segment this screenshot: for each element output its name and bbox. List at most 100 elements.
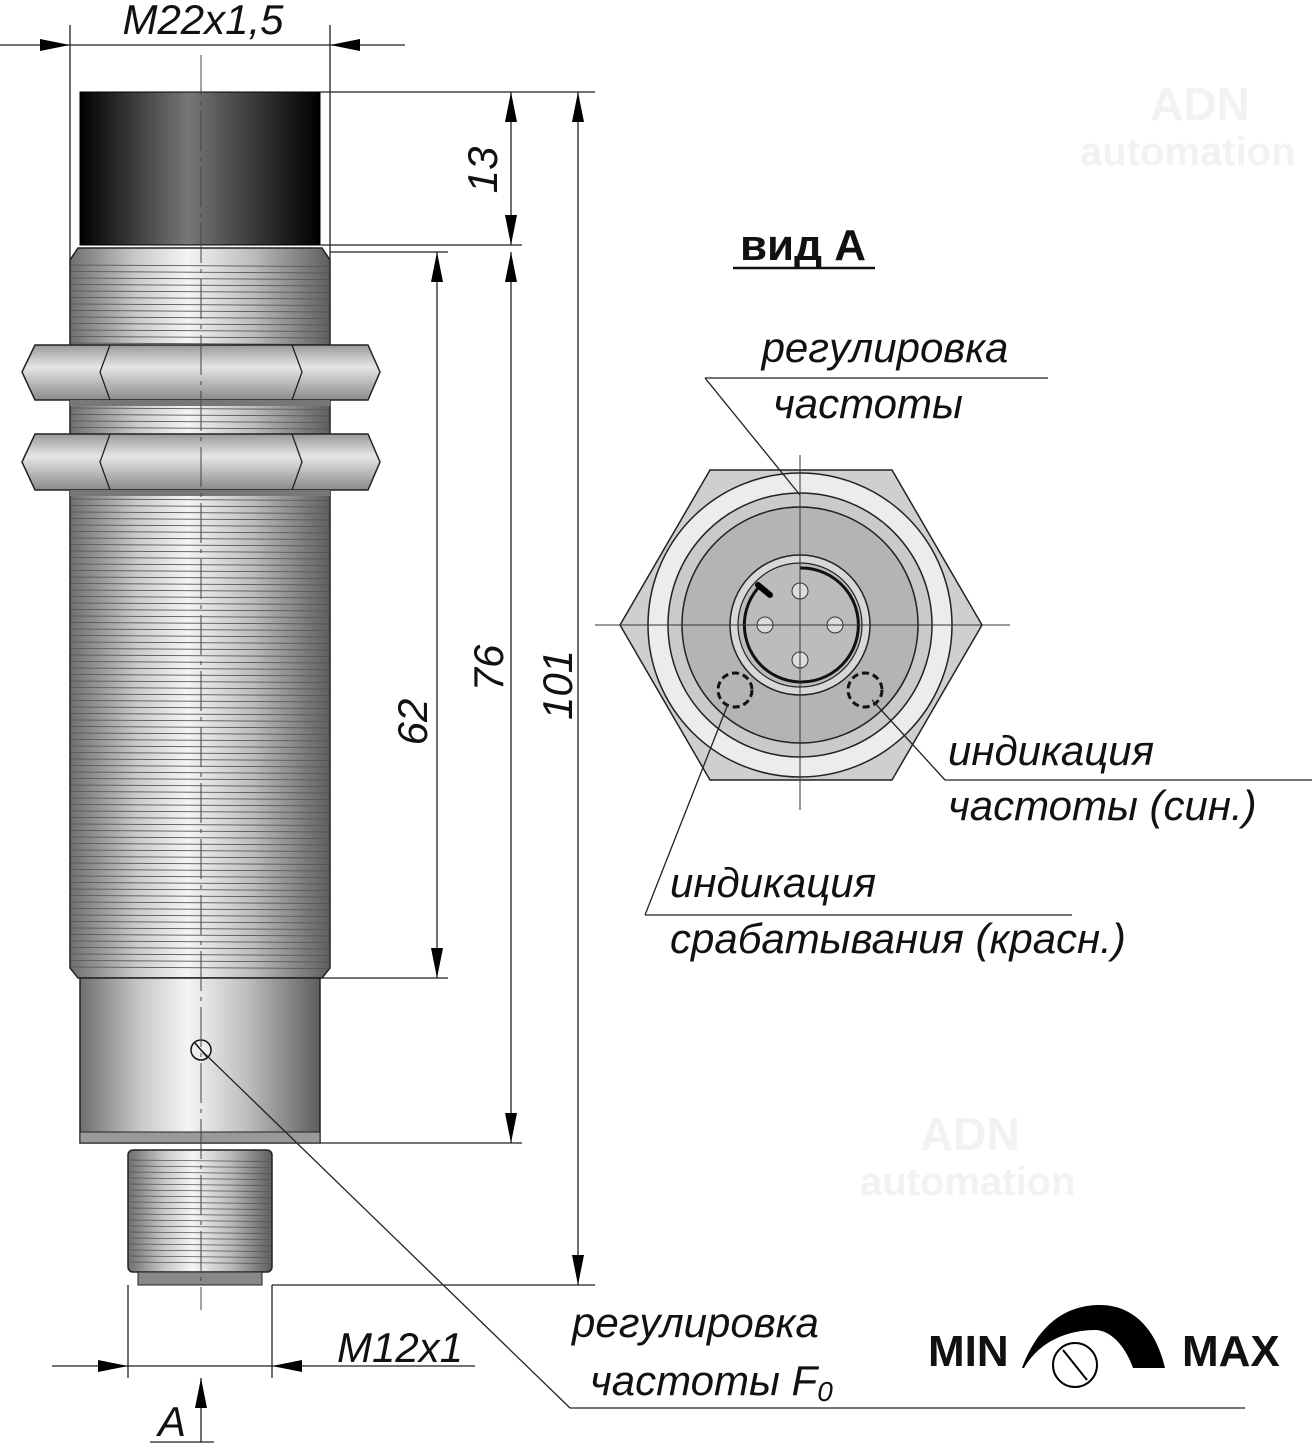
thread-line [70,511,330,514]
thread-line [70,550,330,553]
thread-line [70,518,330,521]
thread-line [129,1183,271,1186]
thread-line [70,862,330,865]
thread-line [70,641,330,644]
min-max-scale: MIN MAX [928,1305,1280,1388]
thread-line [70,284,330,287]
trigger-indication-1: индикация [670,859,876,906]
watermark-brand: ADN [920,1108,1020,1160]
thread-line [129,1249,271,1252]
thread-line [70,966,330,969]
thread-line [129,1237,271,1240]
thread-line [70,602,330,605]
thread-line [70,953,330,956]
connector-thread-lines [129,1159,271,1264]
thread-line [70,706,330,709]
thread-line [129,1159,271,1162]
thread-line [70,732,330,735]
thread-line [70,875,330,878]
thread-line [70,888,330,891]
adjust-label-2: частоты [773,380,963,427]
freq-indication-1: индикация [948,727,1154,774]
thread-line [129,1207,271,1210]
thread-line [70,895,330,898]
thread-line [70,563,330,566]
thread-line [70,758,330,761]
thread-line [70,719,330,722]
thread-line [70,830,330,833]
scale-arc [1022,1305,1165,1368]
thread-line [70,960,330,963]
thread-line [70,687,330,690]
thread-line [70,680,330,683]
thread-line [70,882,330,885]
connector [127,1149,273,1273]
freq-indication-2: частоты (син.) [948,782,1257,829]
thread-line [70,537,330,540]
adjust-label-1: регулировка [760,324,1009,371]
bottom-adjust-line2: частоты F0 [590,1357,833,1407]
thread-line [70,765,330,768]
thread-line [70,505,330,508]
thread-line [70,908,330,911]
bottom-adjust-line1: регулировка [570,1299,819,1346]
thread-line [70,940,330,943]
thread-line [70,303,330,306]
thread-line [70,557,330,560]
thread-line [129,1243,271,1246]
thread-line [70,661,330,664]
dim-thread-main: M22x1,5 [122,0,284,43]
min-label: MIN [928,1327,1009,1376]
dim-thread-length: 62 [389,699,436,746]
thread-line [70,752,330,755]
thread-line [70,414,330,417]
thread-line [70,427,330,430]
watermark-sub: automation [860,1160,1076,1204]
sensor-cap [79,91,321,246]
thread-line [70,849,330,852]
thread-line [70,817,330,820]
thread-line [70,407,330,410]
thread-line [129,1219,271,1222]
thread-line [70,544,330,547]
thread-line [70,667,330,670]
thread-line [70,622,330,625]
thread-line [70,648,330,651]
trigger-indication-2: срабатывания (красн.) [670,915,1126,962]
thread-line [70,927,330,930]
view-marker: A [155,1398,186,1445]
thread-line [129,1189,271,1192]
thread-line [70,570,330,573]
thread-line [70,791,330,794]
thread-line [70,914,330,917]
thread-line [70,745,330,748]
dim-cap-length: 13 [459,147,506,194]
thread-line [70,271,330,274]
thread-line [129,1225,271,1228]
thread-line [70,498,330,501]
thread-line [70,856,330,859]
thread-line [70,947,330,950]
thread-line [70,739,330,742]
thread-line [70,797,330,800]
thread-line [70,316,330,319]
thread-line [70,576,330,579]
view-title: вид А [740,221,866,270]
thread-line [70,843,330,846]
thread-line [70,583,330,586]
thread-line [129,1177,271,1180]
thread-line [70,810,330,813]
bottom-adjust-label: регулировка частоты F0 [200,1049,1245,1409]
thread-line [70,654,330,657]
thread-line [70,310,330,313]
sensor-side-view [21,55,381,1310]
thread-line [70,921,330,924]
thread-line [70,531,330,534]
thread-line [70,700,330,703]
watermark: ADN automation ADN automation [860,78,1296,1204]
dimensions: M22x1,5 13 62 76 101 M12x1 A [0,0,595,1445]
thread-line [70,674,330,677]
thread-line [129,1261,271,1264]
